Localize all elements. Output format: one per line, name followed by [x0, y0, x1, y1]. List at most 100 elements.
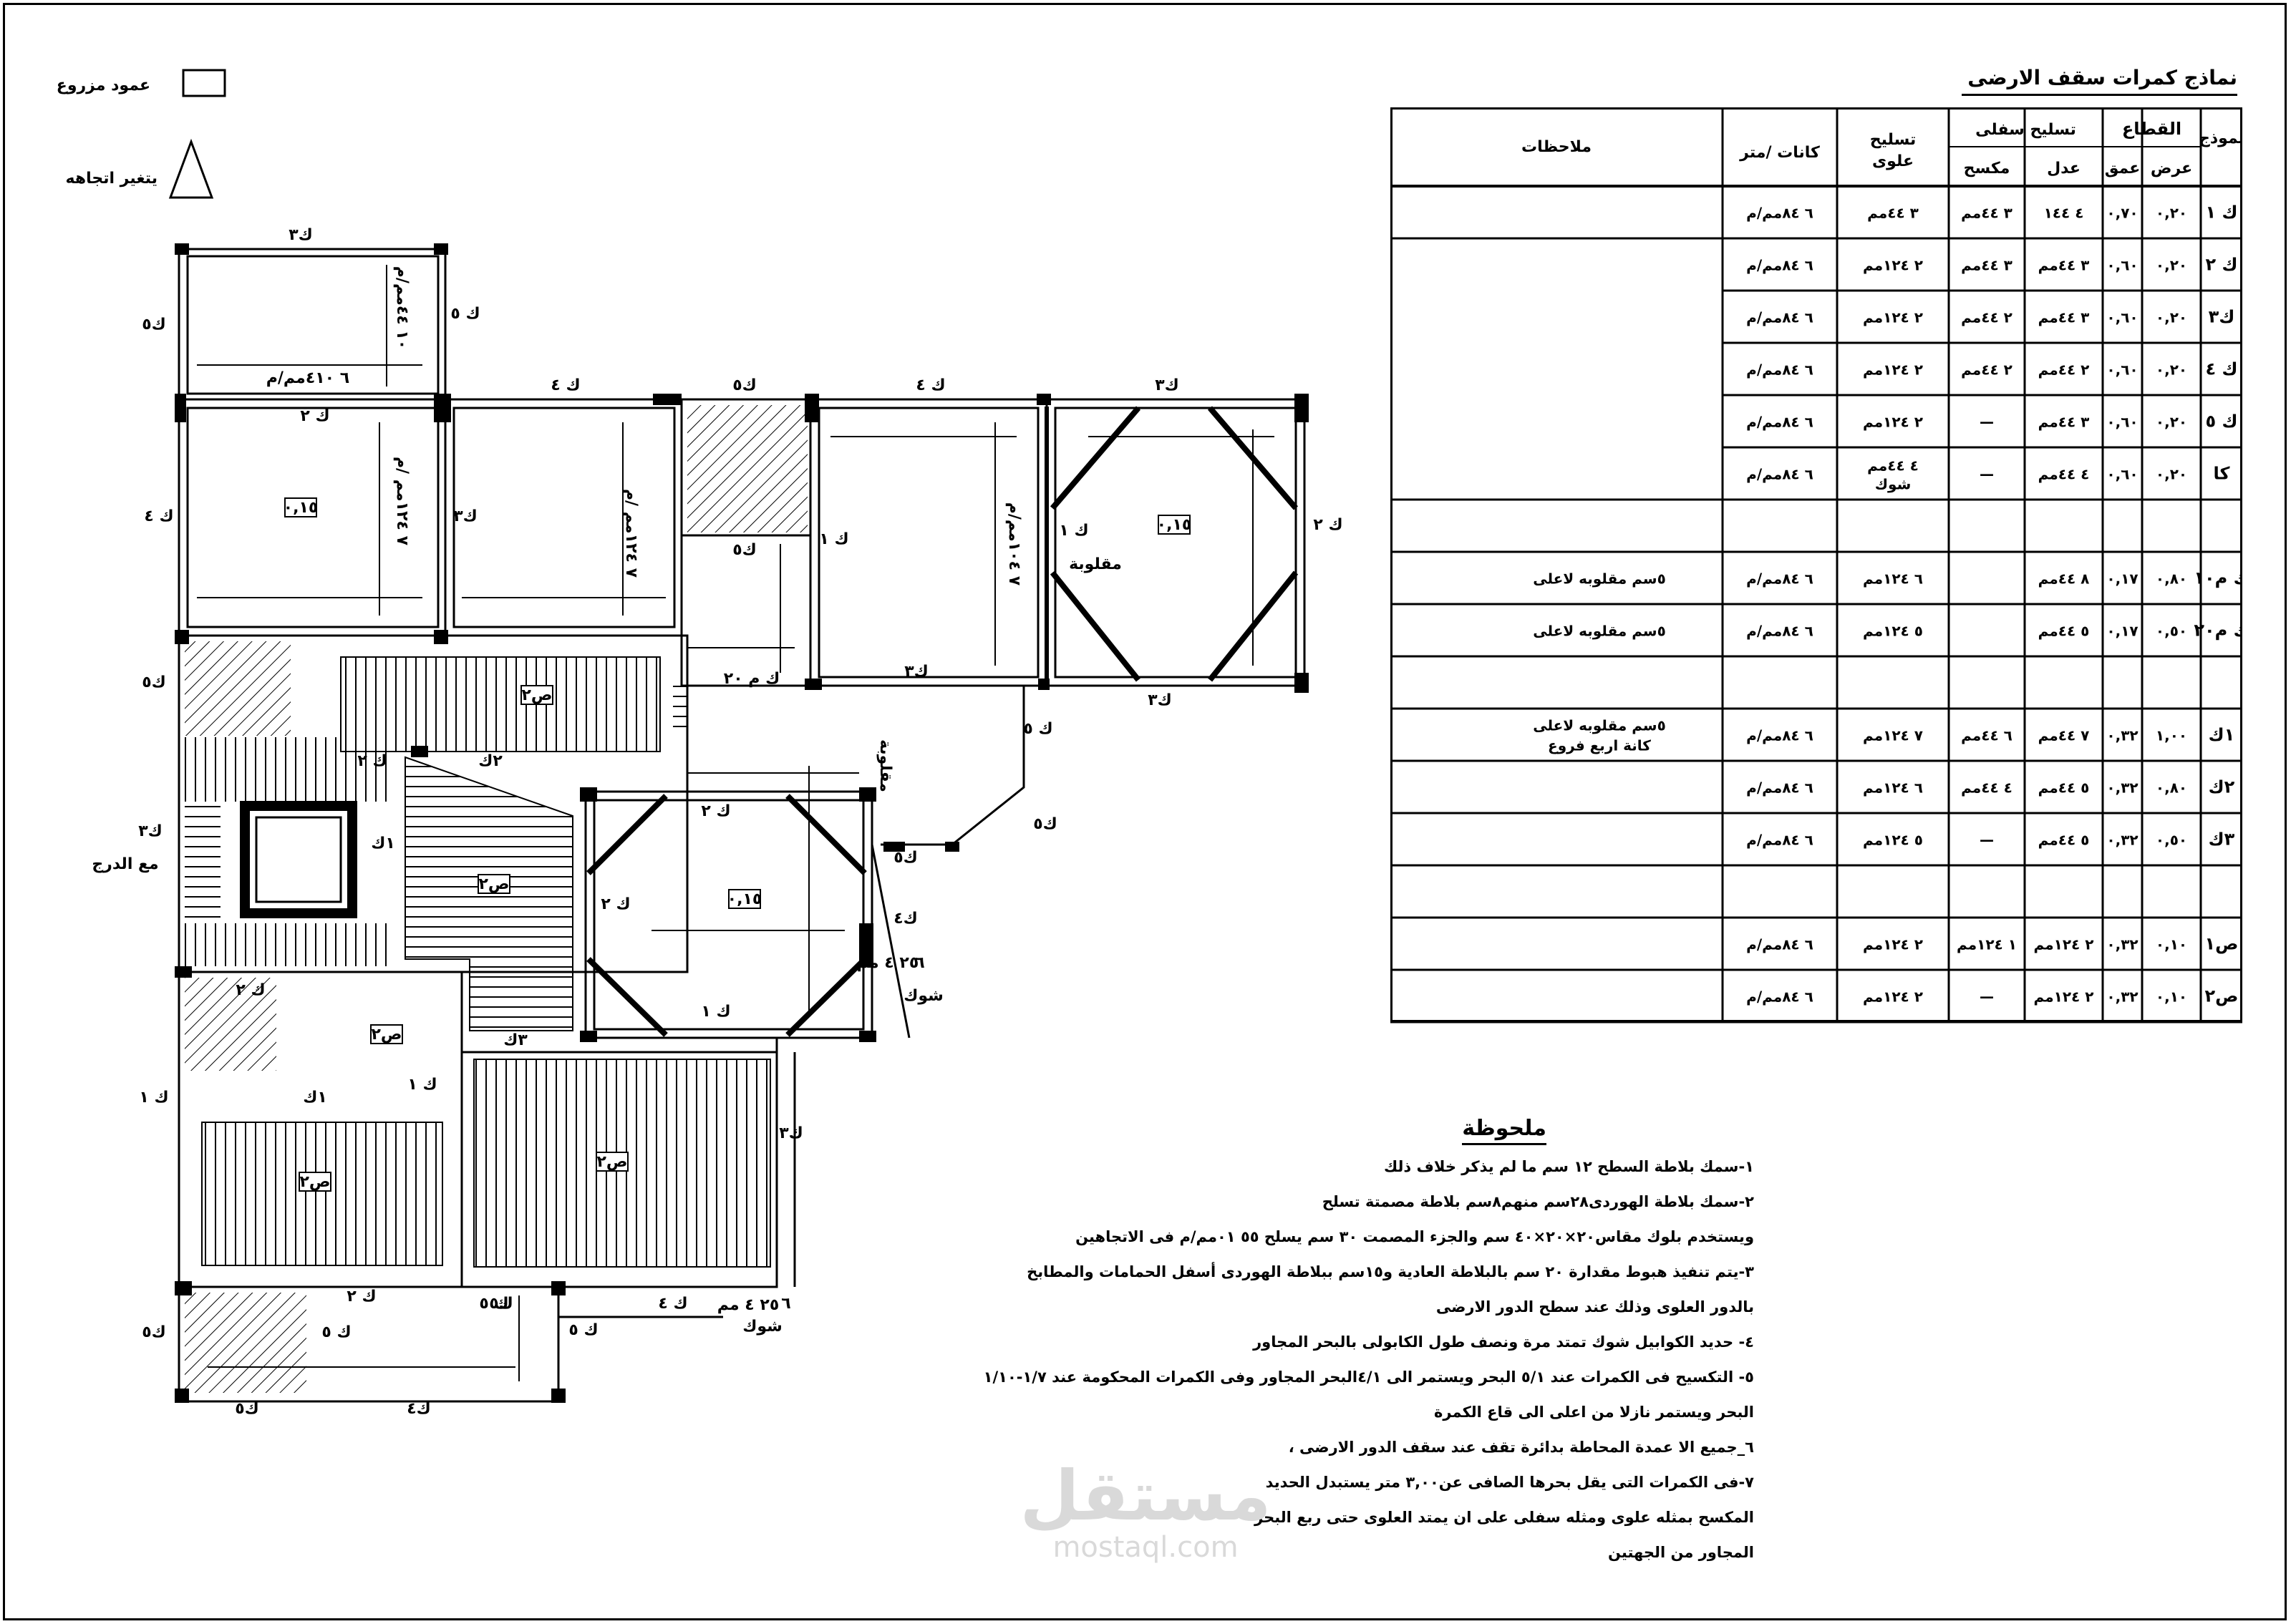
cell-width: ٠,٢٠ — [2156, 205, 2187, 222]
cell-bent: ٢ ٤٤مم — [1961, 309, 2013, 326]
note-line: ٦_جميع الا عمدة المحاطة بدائرة تقف عند س… — [1288, 1439, 1754, 1456]
plan-label-k1-a: ك ١ — [819, 530, 848, 548]
cell-width: ٠,٢٠ — [2156, 309, 2187, 326]
cell-straight: ٤ ١٤٤ — [2044, 205, 2084, 222]
cell-note: ٥سم مقلوبه لاعلى — [1533, 623, 1666, 640]
header-bottom-rft: تسليح سفلى — [1975, 121, 2076, 139]
plan-label-slab15-a: ٠,١٥ — [284, 499, 319, 517]
cell-width: ٠,٢٠ — [2156, 414, 2187, 431]
cell-width: ١,٠٠ — [2156, 727, 2187, 744]
plan-label-k1-c: ك ١ — [701, 1003, 730, 1021]
cell-top: ٢ ١٢٤مم — [1863, 988, 1923, 1006]
header-width: عرض — [2151, 160, 2192, 178]
note-line: ويستخدم بلوك مقاس٢٠×٢٠×٤٠ سم والجزء المص… — [1075, 1228, 1754, 1245]
cell-stirrups: ٦ ٨٤مم/م — [1746, 832, 1813, 849]
cell-depth: ٠,٦٠ — [2106, 466, 2138, 483]
watermark-arabic: مستقل — [1019, 1456, 1272, 1536]
cell-straight: ٨ ٤٤مم — [2038, 570, 2090, 588]
plan-label-r1-v: ١٠ ٤٤مم/م — [393, 266, 411, 349]
plan-label-k-3: ٣ك — [503, 1031, 528, 1049]
plan-label-k4-r2: ك٤ — [893, 910, 918, 928]
cell-bent: ٤ ٤٤مم — [1961, 779, 2013, 797]
plan-label-s2-c: ص٢ — [371, 1026, 402, 1044]
cell-model: ك ٥ — [2205, 412, 2237, 432]
plan-label-k2-c: ك ٢ — [701, 802, 730, 820]
plan-label-k3-stair2: مع الدرج — [92, 855, 158, 873]
plan-label-k5-l3: ك٥ — [142, 1323, 166, 1341]
plan-label-maqlouba: مقلوبة — [1069, 555, 1122, 573]
cell-depth: ٠,٣٢ — [2106, 779, 2138, 797]
plan-label-r-25b: ٢٥ ٤ مم — [717, 1296, 780, 1314]
cell-straight: ٧ ٤٤مم — [2038, 727, 2090, 744]
general-notes: ملحوظة ١-سمك بلاطة السطح ١٢ سم ما لم يذك… — [931, 1117, 1754, 1576]
cell-depth: ٠,٦٠ — [2106, 257, 2138, 274]
notes-list: ١-سمك بلاطة السطح ١٢ سم ما لم يذكر خلاف … — [931, 1155, 1754, 1565]
slab-tag-box — [728, 889, 761, 909]
header-section: القطاع — [2122, 119, 2181, 139]
plan-label-k5-r3: ك٥ — [893, 849, 918, 867]
cell-depth: ٠,٣٢ — [2106, 936, 2138, 953]
plan-label-k2-e: ك ٢ — [347, 1288, 376, 1305]
plan-label-k5-b: ك٥ — [732, 541, 757, 559]
cell-top: ٣ ٤٤مم — [1867, 205, 1919, 222]
plan-label-r-7-12: ٧ ١٢٤مم /م — [622, 489, 640, 578]
plan-label-k3-bot2: ك٣ — [1148, 691, 1172, 709]
cell-straight: ٢ ٤٤مم — [2038, 361, 2090, 379]
cell-depth: ٠,٣٢ — [2106, 988, 2138, 1006]
note-line: المجاور من الجهتين — [1608, 1544, 1754, 1561]
beam-schedule-title: نماذج كمرات سقف الارضى — [1962, 66, 2237, 96]
cell-top: ٤ ٤٤مم — [1867, 457, 1919, 475]
plan-label-k3-r: ك٣ — [779, 1124, 803, 1142]
plan-label-k1-d: ك ١ — [407, 1076, 437, 1094]
watermark-latin: mostaql.com — [1052, 1531, 1239, 1564]
cell-width: ٠,٨٠ — [2156, 570, 2187, 588]
cell-depth: ٠,٦٠ — [2106, 361, 2138, 379]
plan-label-k4-c: ك ٤ — [658, 1295, 687, 1313]
cell-note: ٥سم مقلوبه لاعلى — [1533, 570, 1666, 588]
note-line: ٤- حديد الكوابيل شوك تمتد مرة ونصف طول ا… — [1253, 1333, 1754, 1351]
plan-label-k2-f: ك ٢ — [236, 981, 265, 999]
cell-top-2: شوك — [1875, 476, 1912, 493]
slab-tag-box — [596, 1152, 629, 1172]
cell-depth: ٠,٣٢ — [2106, 832, 2138, 849]
cell-depth: ٠,٣٢ — [2106, 727, 2138, 744]
cell-depth: ٠,٧٠ — [2106, 205, 2138, 222]
plan-label-k-1b: ١ك — [303, 1089, 327, 1107]
cell-top: ٥ ١٢٤مم — [1863, 623, 1923, 640]
cell-depth: ٠,٦٠ — [2106, 414, 2138, 431]
slab-tag-box — [370, 1024, 403, 1044]
plan-label-k2-a: ك ٢ — [300, 407, 329, 425]
notes-heading: ملحوظة — [1462, 1117, 1546, 1145]
cell-bent: ١ ١٢٤مم — [1957, 936, 2017, 953]
cell-depth: ٠,١٧ — [2106, 623, 2138, 640]
cell-straight: ٤ ٤٤مم — [2038, 466, 2090, 483]
cell-model: ص١ — [2205, 934, 2239, 954]
plan-label-k3-top: ك٣ — [289, 226, 313, 244]
cell-stirrups: ٦ ٨٤مم/م — [1746, 779, 1813, 797]
cell-top: ٢ ١٢٤مم — [1863, 414, 1923, 431]
cell-straight: ٣ ٤٤مم — [2038, 414, 2090, 431]
note-line: ٥- التكسيح فى الكمرات عند ٥/١ البحر ويست… — [983, 1368, 1754, 1386]
cell-width: ٠,١٠ — [2156, 988, 2187, 1006]
cell-bent: ٦ ٤٤مم — [1961, 727, 2013, 744]
plan-label-k5-left1: ك٥ — [142, 316, 166, 334]
plan-label-k3-mid: ك٣ — [453, 507, 478, 525]
cell-bent: — — [1980, 466, 1994, 483]
plan-label-k5-c: ك ٥ — [1023, 720, 1052, 738]
reinforcement-lines — [197, 265, 1274, 1381]
header-top-rft-2: علوى — [1872, 152, 1914, 170]
plan-label-s2-a: ص٢ — [521, 686, 552, 704]
cell-top: ٧ ١٢٤مم — [1863, 727, 1923, 744]
stair-core — [185, 737, 392, 966]
cell-stirrups: ٦ ٨٤مم/م — [1746, 570, 1813, 588]
plan-label-k4-left: ك ٤ — [144, 507, 173, 525]
plan-label-k2-g: ك ٢ — [357, 752, 387, 770]
header-straight: عدل — [2047, 160, 2081, 178]
cell-note-2: كانة اربع فروع — [1548, 737, 1651, 754]
cell-model: ك ٤ — [2205, 359, 2237, 379]
column-legend-symbol — [182, 69, 226, 97]
plan-label-k5-d: ك ٥ — [321, 1323, 351, 1341]
plan-label-k4-bot: ك٤ — [407, 1400, 431, 1418]
plan-label-k5-bot1: ك٥ — [235, 1400, 259, 1418]
plan-label-k4-top1: ك ٤ — [551, 376, 580, 394]
